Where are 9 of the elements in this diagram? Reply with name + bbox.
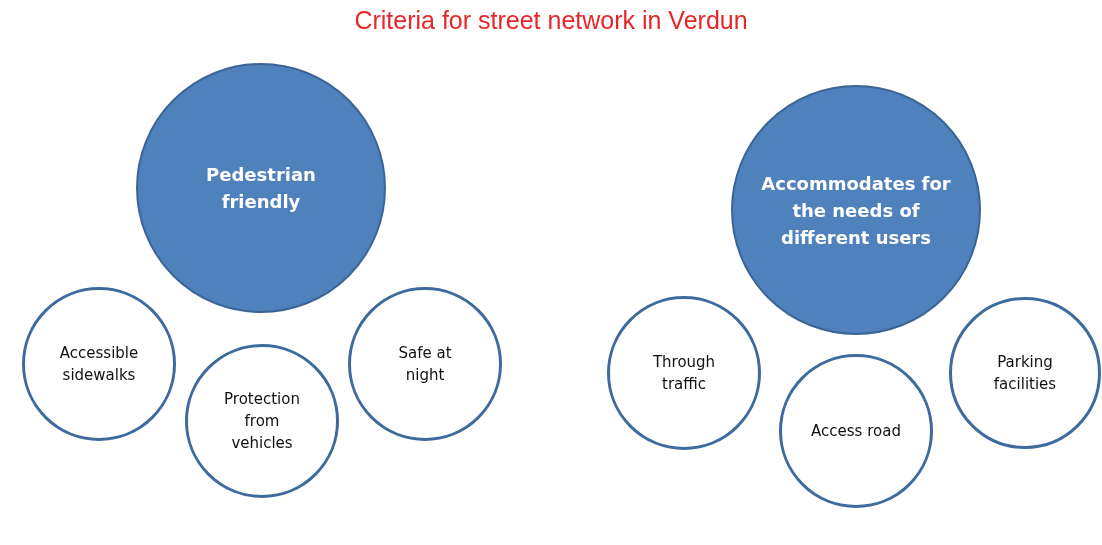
- circle-label: Access road: [810, 421, 902, 442]
- circle-label: Pedestrian friendly: [205, 163, 317, 214]
- circle-label: Parking facilities: [992, 352, 1058, 395]
- circle-label: Safe at night: [397, 343, 453, 386]
- circle-label: Accommodates for the needs of different users: [761, 171, 951, 250]
- circle-label: Protection from vehicles: [223, 389, 301, 454]
- title: Criteria for street network in Verdun: [353, 6, 749, 35]
- circle-label: Through traffic: [651, 352, 717, 395]
- circle-label: Accessible sidewalks: [58, 343, 140, 386]
